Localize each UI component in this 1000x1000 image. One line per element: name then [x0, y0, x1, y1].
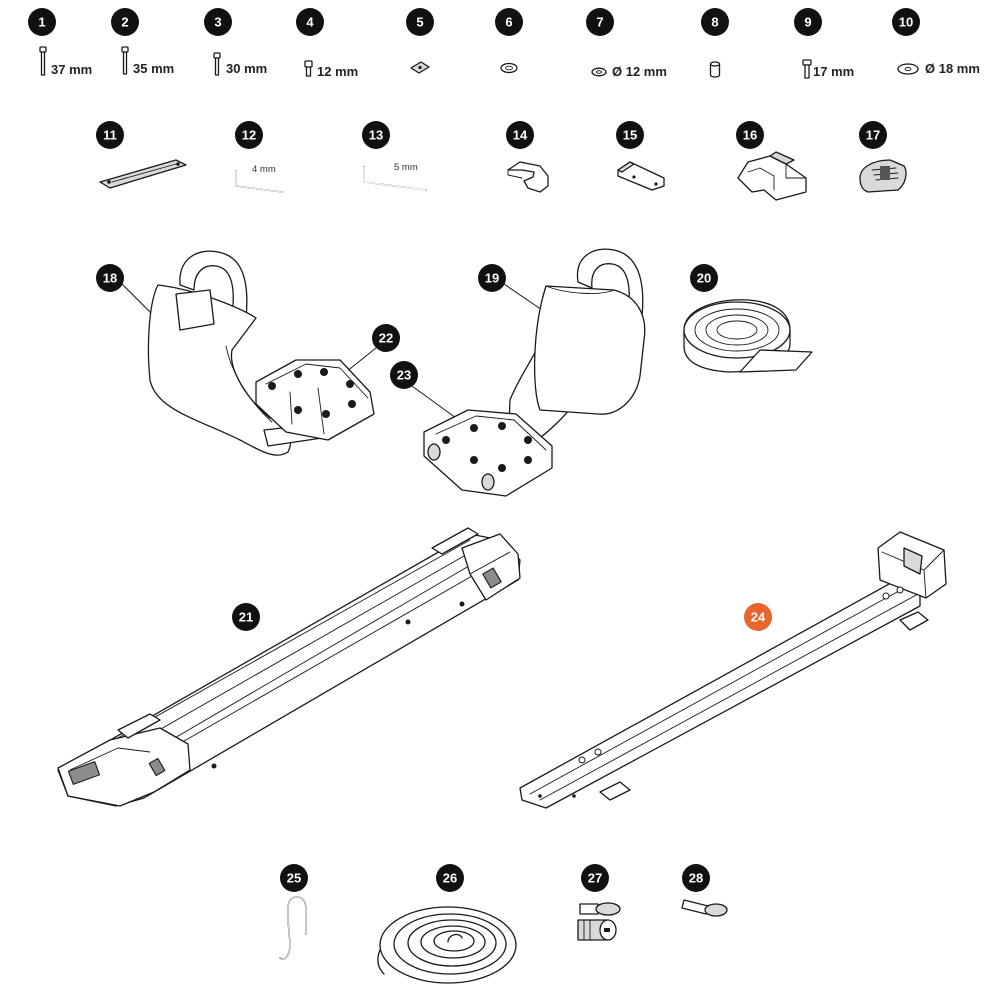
badge-9: 9	[794, 8, 822, 36]
badge-4: 4	[296, 8, 324, 36]
badge-16: 16	[736, 121, 764, 149]
svg-text:16: 16	[743, 128, 757, 143]
badge-21: 21	[232, 603, 260, 631]
part-6-spring-washer: 6	[495, 8, 523, 74]
svg-text:11: 11	[103, 128, 117, 143]
svg-text:28: 28	[689, 871, 703, 886]
svg-text:7: 7	[596, 15, 603, 30]
part-12-hex-key-4mm: 12 4 mm	[235, 121, 283, 193]
badge-3: 3	[204, 8, 232, 36]
badge-10: 10	[892, 8, 920, 36]
badge-12: 12	[235, 121, 263, 149]
part-20-rubber-strip-roll: 20	[683, 264, 813, 373]
svg-text:10: 10	[899, 15, 913, 30]
svg-text:6: 6	[505, 15, 512, 30]
badge-18: 18	[96, 264, 124, 292]
part-7-label: Ø 12 mm	[612, 64, 667, 79]
badge-7: 7	[586, 8, 614, 36]
badge-2: 2	[111, 8, 139, 36]
badge-24: 24	[744, 603, 772, 631]
part-7-washer-12mm: 7 Ø 12 mm	[586, 8, 667, 79]
badge-13: 13	[362, 121, 390, 149]
part-10-label: Ø 18 mm	[925, 61, 980, 76]
svg-text:22: 22	[379, 331, 393, 346]
badge-6: 6	[495, 8, 523, 36]
part-21-base-rail: 21	[57, 527, 521, 807]
part-15-fixing-plate: 15	[616, 121, 665, 191]
badge-25: 25	[280, 864, 308, 892]
svg-text:26: 26	[443, 871, 457, 886]
badge-20: 20	[690, 264, 718, 292]
svg-text:17: 17	[866, 128, 880, 143]
svg-text:23: 23	[397, 368, 411, 383]
svg-text:13: 13	[369, 128, 383, 143]
svg-text:19: 19	[485, 271, 499, 286]
part-16-clamp-housing: 16	[736, 121, 807, 201]
svg-text:9: 9	[804, 15, 811, 30]
badge-19: 19	[478, 264, 506, 292]
part-2-label: 35 mm	[133, 61, 174, 76]
badge-22: 22	[372, 324, 400, 352]
part-10-washer-18mm: 10 Ø 18 mm	[892, 8, 980, 76]
badge-14: 14	[506, 121, 534, 149]
svg-text:27: 27	[588, 871, 602, 886]
part-13-hex-key-5mm: 13 5 mm	[362, 121, 427, 191]
part-9-bolt-17mm: 9 17 mm	[794, 8, 854, 79]
part-13-label: 5 mm	[394, 162, 418, 173]
badge-1: 1	[28, 8, 56, 36]
part-22-hinge-block: 22	[255, 324, 400, 441]
svg-text:24: 24	[751, 610, 766, 625]
svg-text:25: 25	[287, 871, 301, 886]
part-19-cradle-right: 19	[478, 248, 646, 453]
part-14-bracket-clip: 14	[506, 121, 549, 193]
badge-28: 28	[682, 864, 710, 892]
part-1-screw-37mm: 1 37 mm	[28, 8, 92, 77]
part-2-screw-35mm: 2 35 mm	[111, 8, 174, 76]
part-17-end-cap: 17	[859, 121, 907, 193]
part-25-s-hook: 25	[279, 864, 308, 960]
part-8-spacer: 8	[701, 8, 729, 78]
part-1-label: 37 mm	[51, 62, 92, 77]
part-12-label: 4 mm	[252, 164, 276, 175]
badge-8: 8	[701, 8, 729, 36]
svg-text:21: 21	[239, 610, 253, 625]
badge-17: 17	[859, 121, 887, 149]
svg-text:14: 14	[513, 128, 528, 143]
badge-15: 15	[616, 121, 644, 149]
badge-26: 26	[436, 864, 464, 892]
part-9-label: 17 mm	[813, 64, 854, 79]
svg-text:1: 1	[38, 15, 45, 30]
part-11-mounting-strip: 11	[96, 121, 187, 189]
part-4-label: 12 mm	[317, 64, 358, 79]
badge-23: 23	[390, 361, 418, 389]
part-23-hinge-block: 23	[390, 361, 553, 497]
part-28-key: 28	[681, 864, 728, 917]
part-3-screw-30mm: 3 30 mm	[204, 8, 267, 76]
svg-text:15: 15	[623, 128, 637, 143]
svg-text:8: 8	[711, 15, 718, 30]
svg-text:5: 5	[416, 15, 423, 30]
part-4-screw-12mm: 4 12 mm	[296, 8, 358, 79]
svg-text:12: 12	[242, 128, 256, 143]
part-24-channel-bar: 24	[519, 531, 947, 809]
part-26-coiled-strap: 26	[377, 864, 517, 984]
svg-text:4: 4	[306, 15, 314, 30]
svg-text:18: 18	[103, 271, 117, 286]
badge-27: 27	[581, 864, 609, 892]
part-3-label: 30 mm	[226, 61, 267, 76]
svg-text:20: 20	[697, 271, 711, 286]
svg-text:2: 2	[121, 15, 128, 30]
part-18-cradle-left: 18	[96, 250, 323, 456]
svg-text:3: 3	[214, 15, 221, 30]
badge-11: 11	[96, 121, 124, 149]
badge-5: 5	[406, 8, 434, 36]
part-27-lock-cylinder-and-key: 27	[577, 864, 621, 941]
part-5-square-nut: 5	[406, 8, 434, 74]
